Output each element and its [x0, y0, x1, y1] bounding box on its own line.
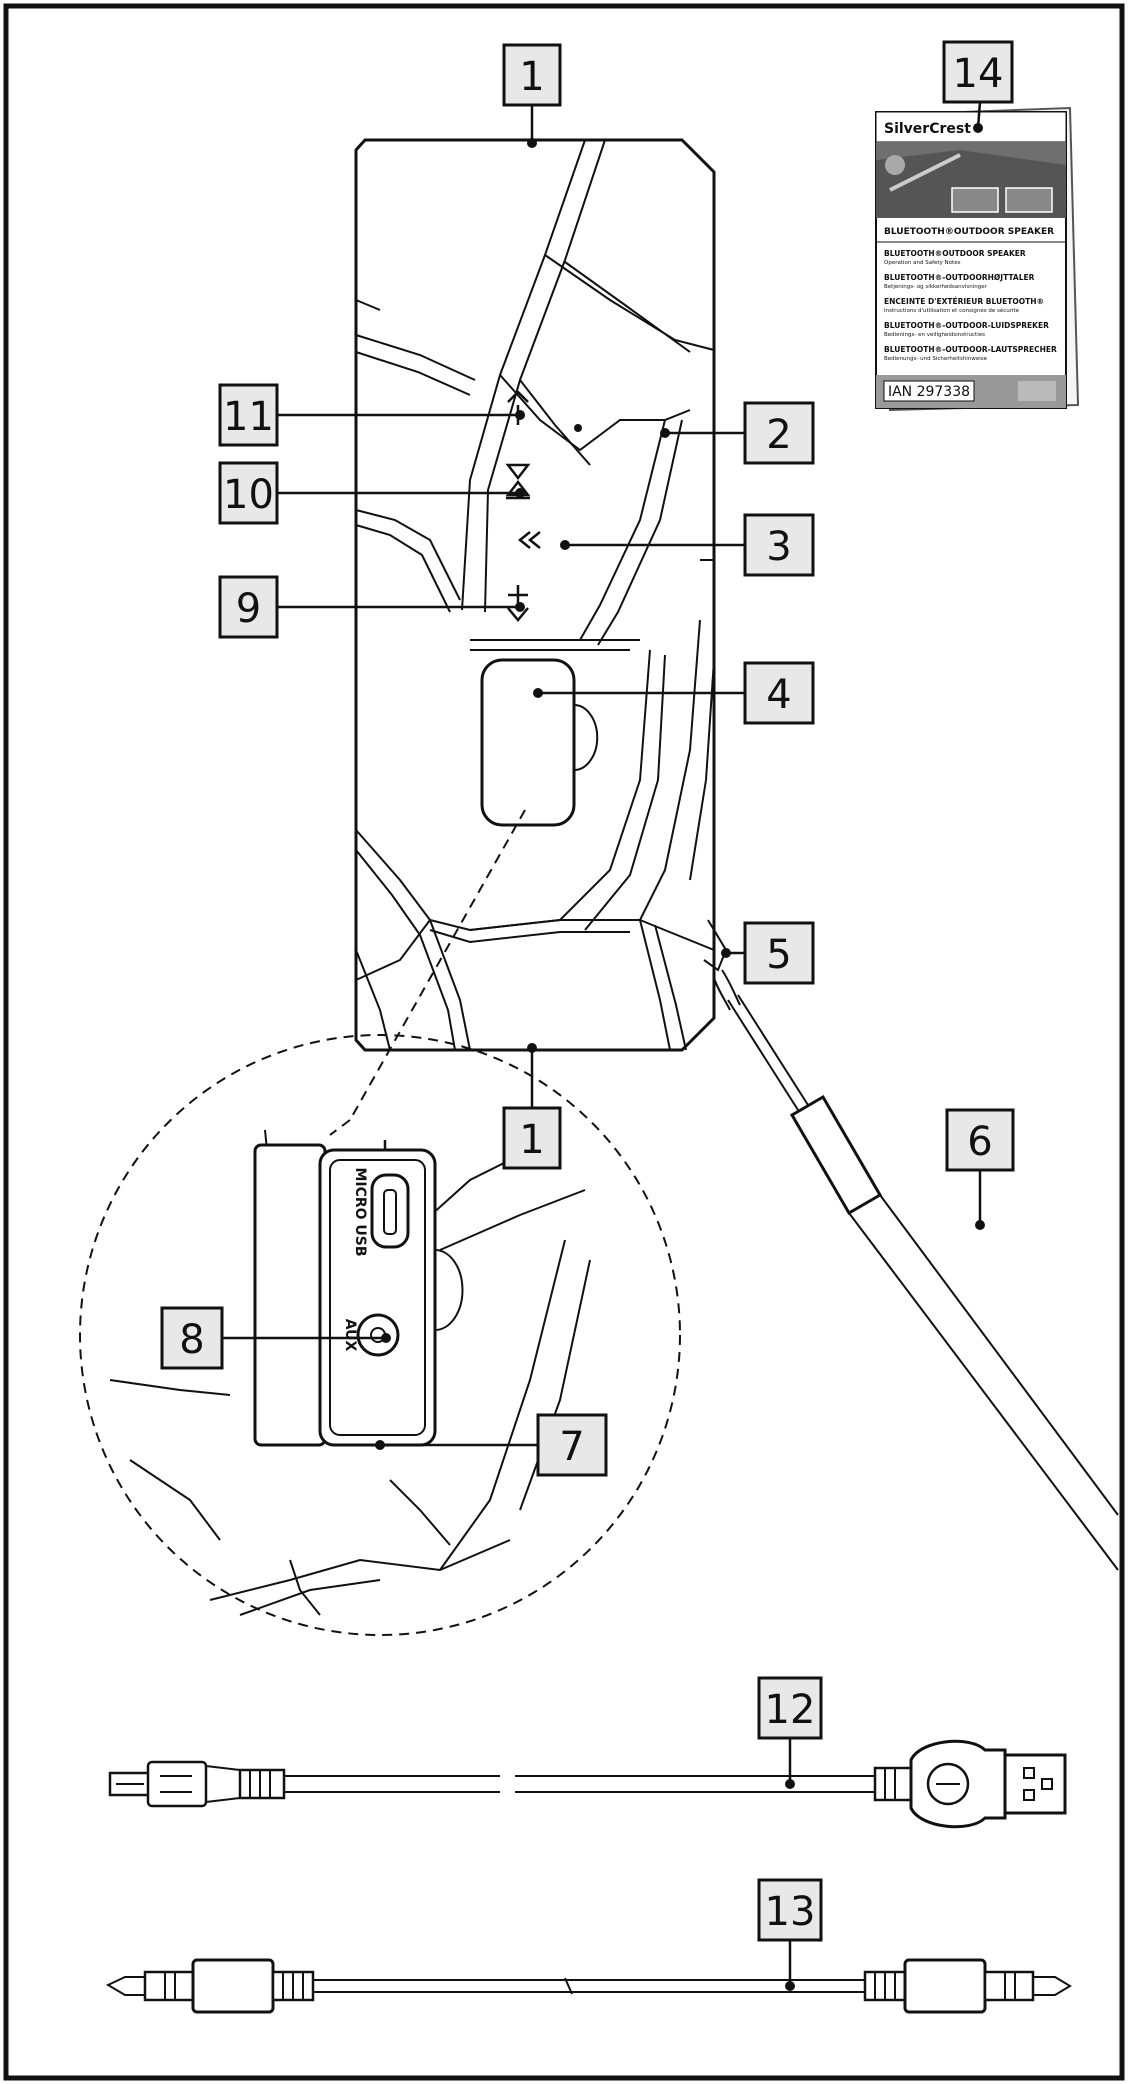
callout-box-volume-plus-button: [218, 575, 279, 639]
manual-language-subtitle: Operation and Safety Notes: [884, 260, 961, 266]
callout-box-aux-socket: [536, 1413, 608, 1477]
callout-label-carry-strap: 6: [967, 1119, 992, 1165]
callout-box-led-indicator: [743, 401, 815, 465]
strap-assembly: [703, 919, 1119, 1571]
callout-box-bottom-cap: [502, 1106, 562, 1170]
manual-language-title: BLUETOOTH®-OUTDOOR-LAUTSPRECHER: [884, 345, 1057, 354]
micro-usb-socket-shape: [370, 1173, 410, 1249]
callout-box-micro-usb-socket: [160, 1306, 224, 1370]
manual-language-title: BLUETOOTH®-OUTDOOR-LUIDSPREKER: [884, 321, 1049, 330]
callout-box-top-cap: [502, 43, 562, 107]
callout-label-micro-usb-socket: 8: [179, 1317, 204, 1363]
speaker-body: [354, 138, 716, 1052]
callout-box-previous-button: [743, 513, 815, 577]
manual-language-list: BLUETOOTH®OUTDOOR SPEAKER Operation and S…: [884, 249, 1057, 362]
aux-label: AUX: [342, 1319, 358, 1352]
manual-language-title: BLUETOOTH®OUTDOOR SPEAKER: [884, 249, 1026, 258]
manual-language-subtitle: Bedienings- en veiligheidsinstructies: [884, 332, 985, 338]
callout-box-play-pause-button: [218, 461, 279, 525]
manual-language-title: BLUETOOTH®-OUTDOORHØJTTALER: [884, 273, 1035, 282]
audio-cable-drawing: [105, 1958, 1072, 2014]
callout-label-volume-plus-button: 9: [236, 586, 261, 632]
previous-icon: [517, 531, 541, 549]
instruction-manual-drawing: SilverCrest BLUETOOTH®OUTDOOR SPEAKER BL…: [875, 106, 1080, 412]
outer-frame: [3, 3, 1125, 2081]
callout-label-bottom-cap: 1: [519, 1117, 544, 1163]
leader-lines: [220, 101, 985, 1991]
callout-label-audio-cable: 13: [765, 1889, 816, 1935]
led-dot: [574, 424, 582, 432]
usb-cable-drawing: [108, 1739, 1067, 1829]
manual-language-subtitle: Betjenings- og sikkerhedsanvisninger: [884, 284, 988, 290]
callout-box-carry-strap: [945, 1108, 1015, 1172]
callout-box-instruction-manual: [942, 40, 1014, 104]
manual-language-title: ENCEINTE D'EXTÉRIEUR BLUETOOTH®: [884, 297, 1044, 306]
manual-brand: SilverCrest: [884, 121, 971, 137]
callout-box-port-cover: [743, 661, 815, 725]
callout-box-strap-eyelet: [743, 921, 815, 985]
micro-usb-label: MICRO USB: [352, 1167, 368, 1256]
callout-label-usb-charging-cable: 12: [765, 1687, 816, 1733]
callout-label-play-pause-button: 10: [223, 472, 274, 518]
volume-plus-icon: [507, 585, 529, 622]
detail-zoom: MICRO USB AUX: [79, 809, 681, 1636]
callout-box-audio-cable: [757, 1878, 823, 1942]
manual-product-title: BLUETOOTH®OUTDOOR SPEAKER: [884, 227, 1054, 237]
manual-language-subtitle: Bedienungs- und Sicherheitshinweise: [884, 356, 988, 362]
callout-box-usb-charging-cable: [757, 1676, 823, 1740]
callout-label-strap-eyelet: 5: [766, 932, 791, 978]
callout-label-aux-socket: 7: [559, 1424, 584, 1470]
aux-socket-shape: [356, 1313, 400, 1357]
port-cover-shape: [480, 658, 576, 827]
callout-label-top-cap: 1: [519, 54, 544, 100]
callout-label-port-cover: 4: [766, 672, 791, 718]
callout-label-previous-button: 3: [766, 524, 791, 570]
callout-label-led-indicator: 2: [766, 412, 791, 458]
callout-label-power-button: 11: [223, 394, 274, 440]
manual-language-subtitle: Instructions d'utilisation et consignes …: [884, 307, 1020, 314]
callout-label-instruction-manual: 14: [953, 51, 1004, 97]
callout-box-power-button: [218, 383, 279, 447]
manual-ian: IAN 297338: [888, 384, 970, 400]
